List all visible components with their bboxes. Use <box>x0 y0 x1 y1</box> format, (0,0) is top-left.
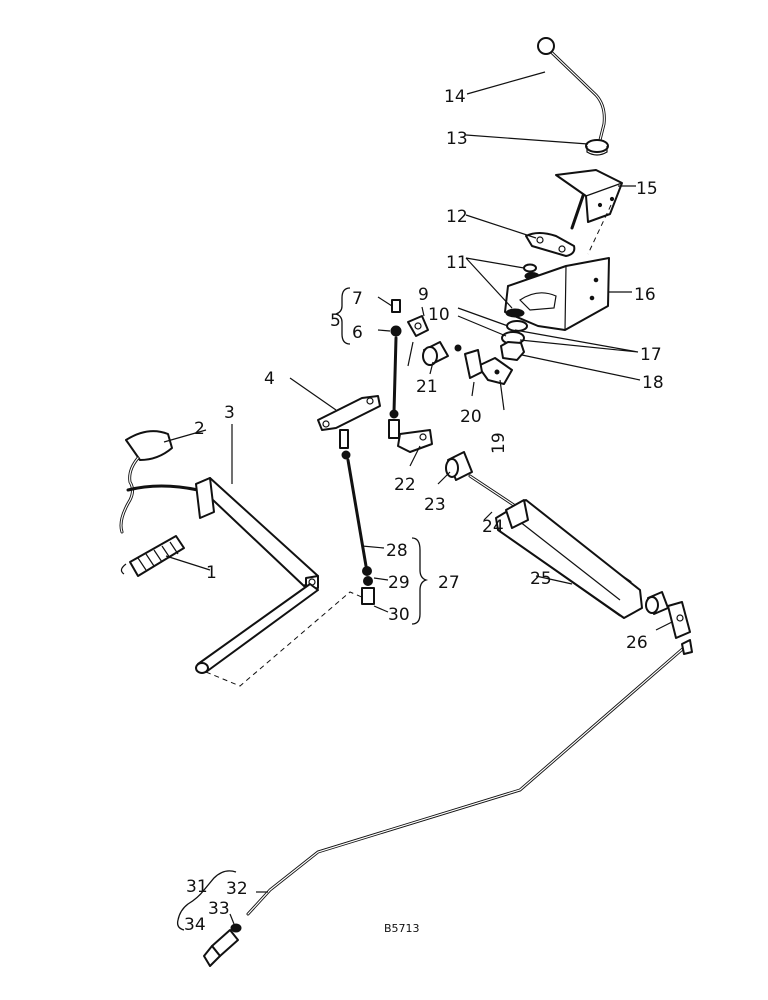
bush-26 <box>645 591 669 615</box>
lever-mounting-bracket <box>555 169 623 223</box>
part-label-24: 24 <box>482 517 504 537</box>
part-label-7: 7 <box>352 289 363 309</box>
part-label-27: 27 <box>438 573 460 593</box>
control-rod <box>246 639 693 916</box>
part-label-3: 3 <box>224 403 235 423</box>
part-label-18: 18 <box>642 373 664 393</box>
pedal-pad <box>125 430 173 461</box>
part-label-28: 28 <box>386 541 408 561</box>
clevis-26 <box>667 601 691 639</box>
cross-lever <box>317 395 381 431</box>
bush-21 <box>422 341 449 366</box>
pedal-arm <box>119 456 319 674</box>
part-labels: 1 2 3 4 5 6 7 9 10 11 12 13 14 15 16 17 … <box>184 87 664 935</box>
bush-23 <box>445 451 473 481</box>
part-label-4: 4 <box>264 369 275 389</box>
link-lever <box>454 344 483 379</box>
part-label-23: 23 <box>424 495 446 515</box>
part-label-2: 2 <box>194 419 205 439</box>
clevis-22 <box>397 429 433 453</box>
drawing-code: B5713 <box>384 922 420 935</box>
pedal-guide-line <box>205 591 365 687</box>
part-label-17: 17 <box>640 345 662 365</box>
part-label-34: 34 <box>184 915 206 935</box>
part-label-22: 22 <box>394 475 416 495</box>
selector-fork <box>477 357 513 385</box>
part-label-31: 31 <box>186 877 208 897</box>
gate-plate <box>525 232 576 257</box>
part-label-12: 12 <box>446 207 468 227</box>
part-label-6: 6 <box>352 323 363 343</box>
part-label-9: 9 <box>418 285 429 305</box>
rod-end-nut <box>230 923 242 933</box>
gear-lever <box>537 37 606 230</box>
selector-bracket <box>504 257 610 331</box>
part-label-26: 26 <box>626 633 648 653</box>
group-brace-5 <box>333 287 351 345</box>
lever-boss <box>585 139 609 156</box>
washer-stack <box>500 308 528 361</box>
part-label-32: 32 <box>226 879 248 899</box>
part-label-14: 14 <box>444 87 466 107</box>
part-label-25: 25 <box>530 569 552 589</box>
leader-lines <box>163 71 673 925</box>
clip-pin <box>407 315 429 337</box>
part-label-33: 33 <box>208 899 230 919</box>
return-spring <box>120 535 185 577</box>
part-label-1: 1 <box>206 563 217 583</box>
part-label-21: 21 <box>416 377 438 397</box>
group-brace-27 <box>411 537 429 625</box>
part-label-19: 19 <box>489 432 509 454</box>
washer-set-upper <box>523 263 540 280</box>
group-brace-31 <box>176 870 237 931</box>
part-label-11: 11 <box>446 253 468 273</box>
part-label-30: 30 <box>388 605 410 625</box>
part-label-5: 5 <box>330 311 341 331</box>
part-label-29: 29 <box>388 573 410 593</box>
part-label-10: 10 <box>428 305 450 325</box>
rod-end <box>203 929 239 967</box>
part-label-15: 15 <box>636 179 658 199</box>
shift-bracket <box>495 499 643 619</box>
upper-adjustable-rod <box>388 299 402 439</box>
assembly-guide-line <box>587 204 612 255</box>
part-label-16: 16 <box>634 285 656 305</box>
part-label-20: 20 <box>460 407 482 427</box>
lower-adjustable-rod <box>339 429 375 605</box>
part-label-13: 13 <box>446 129 468 149</box>
